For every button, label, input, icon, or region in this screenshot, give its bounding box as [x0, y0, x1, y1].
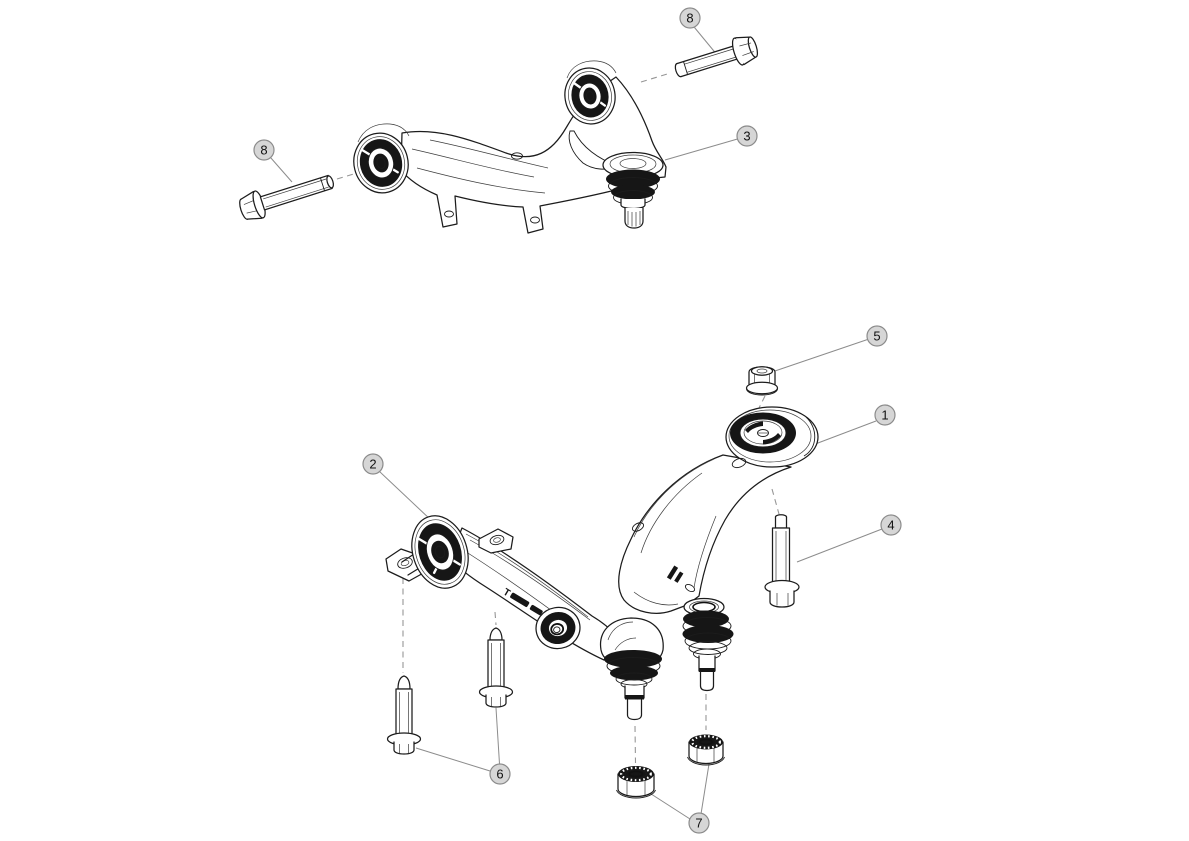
bolt-4 — [764, 514, 800, 608]
callout-6-circle[interactable] — [489, 763, 511, 785]
curved-arm-marking — [666, 565, 684, 583]
callout-2[interactable]: 2 — [362, 453, 384, 475]
leader-1 — [809, 420, 877, 447]
lower-arm-stamp: T — [501, 587, 543, 616]
upper-arm-rear-bushing — [564, 67, 616, 125]
callout-5[interactable]: 5 — [866, 325, 888, 347]
callouts: 1 2 3 4 5 6 7 8 — [253, 7, 902, 834]
bolt-6-left — [386, 675, 422, 755]
callout-7[interactable]: 7 — [688, 812, 710, 834]
alignment-dashed-lines — [336, 72, 780, 764]
nut-7-left — [616, 766, 656, 799]
callout-4-number: 4 — [887, 518, 894, 533]
leader-7a — [647, 791, 691, 820]
dash-bolt6-right — [494, 611, 497, 626]
dash-bolt8-right — [640, 72, 670, 83]
dash-bolt4 — [771, 488, 780, 515]
bolt-6-right — [478, 627, 514, 708]
dash-nut7-left — [634, 725, 637, 764]
callout-6-number: 6 — [496, 767, 503, 782]
callout-6[interactable]: 6 — [489, 763, 511, 785]
callout-7-circle[interactable] — [688, 812, 710, 834]
front-bushing-cap — [357, 123, 410, 143]
callout-5-circle[interactable] — [866, 325, 888, 347]
leader-3 — [664, 138, 738, 161]
callout-1-circle[interactable] — [874, 404, 896, 426]
lower-arm-right-bracket — [478, 528, 514, 554]
lower-arm-front-bushing — [411, 515, 469, 589]
upper-arm-bolt-left — [239, 174, 335, 220]
curved-arm-bushing — [725, 406, 819, 468]
nut-7-right — [687, 734, 725, 766]
callout-8-right-circle[interactable] — [679, 7, 701, 29]
lower-arm-beam — [449, 527, 619, 661]
callout-3-circle[interactable] — [736, 125, 758, 147]
leader-8-right — [694, 27, 719, 57]
stamp-letter: T — [501, 587, 512, 600]
callout-7-number: 7 — [695, 816, 702, 831]
callout-leader-lines — [270, 27, 883, 820]
upper-arm-tab-hole — [530, 216, 540, 224]
leader-4 — [796, 528, 883, 563]
callout-3[interactable]: 3 — [736, 125, 758, 147]
upper-arm-front-bushing — [353, 132, 409, 194]
callout-4[interactable]: 4 — [880, 514, 902, 536]
leader-2 — [379, 471, 433, 522]
front-lower-control-arm: T — [385, 515, 664, 721]
nut-5 — [745, 366, 779, 396]
callout-8-left-circle[interactable] — [253, 139, 275, 161]
upper-arm-window — [568, 130, 620, 170]
leader-6b — [495, 707, 500, 765]
callout-8-right[interactable]: 8 — [679, 7, 701, 29]
callout-3-number: 3 — [743, 129, 750, 144]
rear-bushing-cap — [566, 60, 617, 79]
leader-6a — [415, 747, 491, 772]
callout-1-number: 1 — [881, 408, 888, 423]
leader-7b — [700, 763, 710, 815]
callout-8-right-number: 8 — [686, 11, 693, 26]
lower-arm-ball-joint — [599, 617, 664, 721]
curved-arm-hole — [631, 522, 645, 532]
callout-4-circle[interactable] — [880, 514, 902, 536]
callout-8-left[interactable]: 8 — [253, 139, 275, 161]
upper-arm-boss-hole — [511, 152, 523, 160]
upper-ball-joint — [602, 151, 664, 229]
callout-1[interactable]: 1 — [874, 404, 896, 426]
curved-arm-body — [618, 454, 792, 614]
callout-2-number: 2 — [369, 457, 376, 472]
upper-control-arm — [353, 60, 667, 234]
upper-arm-bolt-right — [674, 36, 759, 78]
callout-2-circle[interactable] — [362, 453, 384, 475]
curved-arm-hole — [731, 457, 747, 469]
callout-5-number: 5 — [873, 329, 880, 344]
leader-8-left — [270, 157, 293, 183]
lower-arm-mid-bushing — [535, 606, 581, 650]
curved-arm-ball-joint — [682, 597, 734, 692]
rear-lower-control-arm — [618, 406, 819, 692]
upper-arm-tab-hole — [444, 210, 454, 218]
callout-8-left-number: 8 — [260, 143, 267, 158]
leader-5 — [771, 339, 868, 373]
